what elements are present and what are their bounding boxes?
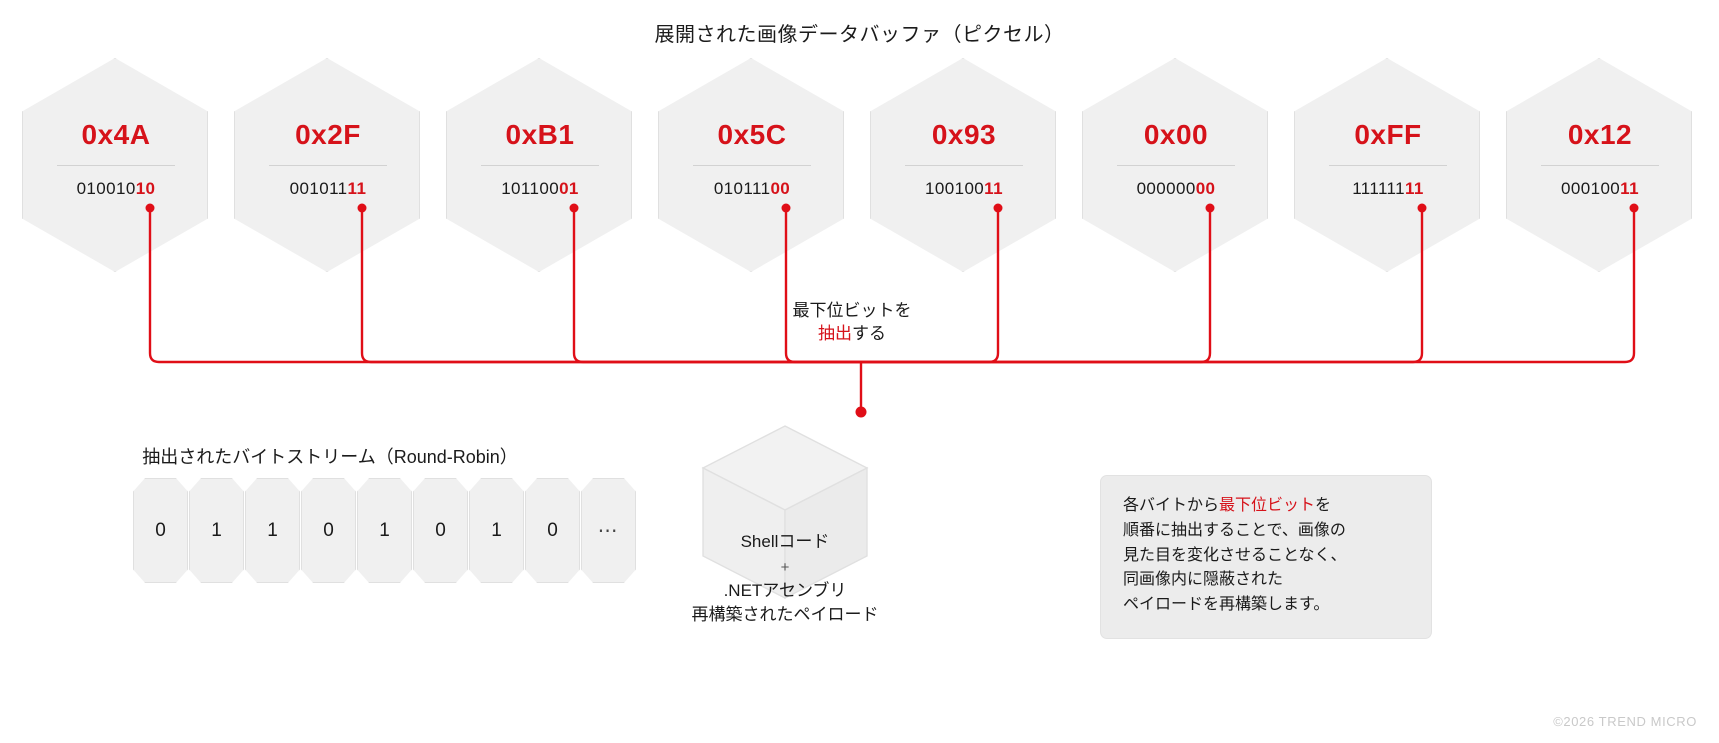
byte-hex-value: 0x00 [1143, 119, 1209, 150]
byte-binary: 10010011 [925, 179, 1003, 199]
bitstream-ellipsis: ⋯ [581, 478, 636, 583]
byte-cell: 0x2F 00101111 [234, 58, 420, 272]
byte-divider [1117, 165, 1235, 166]
byte-cell: 0x5C 01011100 [658, 58, 844, 272]
payload-plus: + [780, 558, 790, 576]
note-line4: 同画像内に隠蔽された [1123, 571, 1284, 589]
byte-binary: 11111111 [1352, 179, 1424, 199]
byte-binary-high: 000100 [1561, 179, 1621, 198]
bus-endpoint-dot [855, 406, 867, 418]
byte-binary-high: 111111 [1352, 179, 1406, 198]
byte-binary-high: 010111 [713, 179, 771, 198]
bitstream-chip-value: 0 [547, 519, 558, 541]
byte-binary-lsb: 10 [135, 179, 156, 198]
byte-cell: 0xB1 10110001 [446, 58, 632, 272]
note-line3: 見た目を変化させることなく、 [1123, 546, 1347, 564]
byte-binary-high: 001011 [289, 179, 348, 198]
bitstream-title: 抽出されたバイトストリーム（Round-Robin） [142, 447, 518, 467]
byte-hex-value: 0xFF [1354, 119, 1422, 150]
byte-binary-high: 010010 [76, 179, 136, 198]
byte-hex-value: 0x12 [1567, 119, 1633, 150]
byte-divider [269, 165, 387, 166]
bitstream-chip-value: 0 [155, 519, 166, 541]
byte-hex-value: 0x93 [931, 119, 997, 150]
bitstream-ellipsis-value: ⋯ [597, 520, 620, 542]
note-line1-highlight: 最下位ビット [1219, 497, 1316, 514]
byte-binary-lsb: 11 [1620, 179, 1639, 198]
bitstream-chip: 1 [469, 478, 524, 583]
byte-divider [693, 165, 811, 166]
extract-label-line2-rest: する [852, 323, 886, 343]
byte-binary: 01001010 [77, 179, 156, 199]
byte-binary-high: 101100 [501, 179, 560, 198]
byte-divider [1329, 165, 1447, 166]
explanation-note: 各バイトから最下位ビットを 順番に抽出することで、画像の 見た目を変化させること… [1100, 475, 1432, 639]
note-line1-a: 各バイトから [1123, 497, 1220, 514]
payload-cube-label: Shellコード + .NETアセンブリ [690, 530, 880, 604]
byte-binary: 00101111 [290, 179, 367, 199]
payload-line2: .NETアセンブリ [723, 581, 847, 601]
bitstream-chip-value: 0 [435, 519, 446, 541]
byte-binary: 01011100 [714, 179, 790, 199]
byte-divider [481, 165, 599, 166]
note-line2: 順番に抽出することで、画像の [1123, 521, 1346, 539]
payload-line1: Shellコード [740, 532, 830, 551]
bitstream-chip: 0 [133, 478, 188, 583]
byte-binary: 10110001 [501, 179, 579, 199]
byte-binary-lsb: 11 [984, 179, 1003, 198]
bitstream-chip: 0 [413, 478, 468, 583]
byte-binary-lsb: 01 [559, 179, 579, 198]
bitstream-chip: 1 [189, 478, 244, 583]
byte-cell: 0xFF 11111111 [1294, 58, 1480, 272]
byte-hex-value: 0xB1 [505, 119, 575, 150]
byte-binary-lsb: 00 [770, 179, 791, 198]
cube-right-face [784, 466, 868, 600]
bitstream-chip-value: 1 [211, 519, 222, 541]
byte-cell: 0x00 00000000 [1082, 58, 1268, 272]
extract-label: 最下位ビットを 抽出する [742, 300, 962, 346]
byte-divider [905, 165, 1023, 166]
bitstream-chip-value: 1 [379, 519, 390, 541]
bitstream-chip-value: 0 [323, 519, 334, 541]
note-line5: ペイロードを再構築します。 [1123, 596, 1330, 614]
byte-cell: 0x12 00010011 [1506, 58, 1692, 272]
byte-divider [1541, 165, 1659, 166]
byte-binary-lsb: 00 [1195, 179, 1216, 198]
bitstream-chip-value: 1 [491, 519, 502, 541]
bitstream-chip-value: 1 [267, 519, 278, 541]
byte-hex-value: 0x5C [717, 119, 787, 150]
extract-label-line1: 最下位ビットを [792, 301, 912, 320]
bitstream-row: 0 1 1 0 1 0 1 0 ⋯ [133, 478, 637, 583]
byte-hex-value: 0x2F [295, 119, 361, 150]
payload-cube [690, 418, 880, 608]
byte-binary-high: 000000 [1136, 179, 1196, 198]
bitstream-chip: 0 [301, 478, 356, 583]
byte-cell: 0x4A 01001010 [22, 58, 208, 272]
byte-binary: 00010011 [1561, 179, 1639, 199]
bitstream-chip: 1 [245, 478, 300, 583]
page-title: 展開された画像データバッファ（ピクセル） [654, 24, 1065, 46]
byte-divider [57, 165, 175, 166]
extract-label-highlight: 抽出 [818, 323, 852, 343]
byte-cell: 0x93 10010011 [870, 58, 1056, 272]
copyright-footer: ©2026 TREND MICRO [1553, 714, 1697, 729]
byte-binary: 00000000 [1137, 179, 1216, 199]
payload-caption: 再構築されたペイロード [691, 605, 879, 624]
byte-binary-high: 100100 [925, 179, 985, 198]
bitstream-chip: 0 [525, 478, 580, 583]
byte-binary-lsb: 11 [1405, 179, 1424, 198]
note-line1-b: を [1315, 497, 1332, 514]
byte-hex-value: 0x4A [81, 119, 151, 150]
bitstream-chip: 1 [357, 478, 412, 583]
byte-binary-lsb: 11 [347, 179, 367, 198]
